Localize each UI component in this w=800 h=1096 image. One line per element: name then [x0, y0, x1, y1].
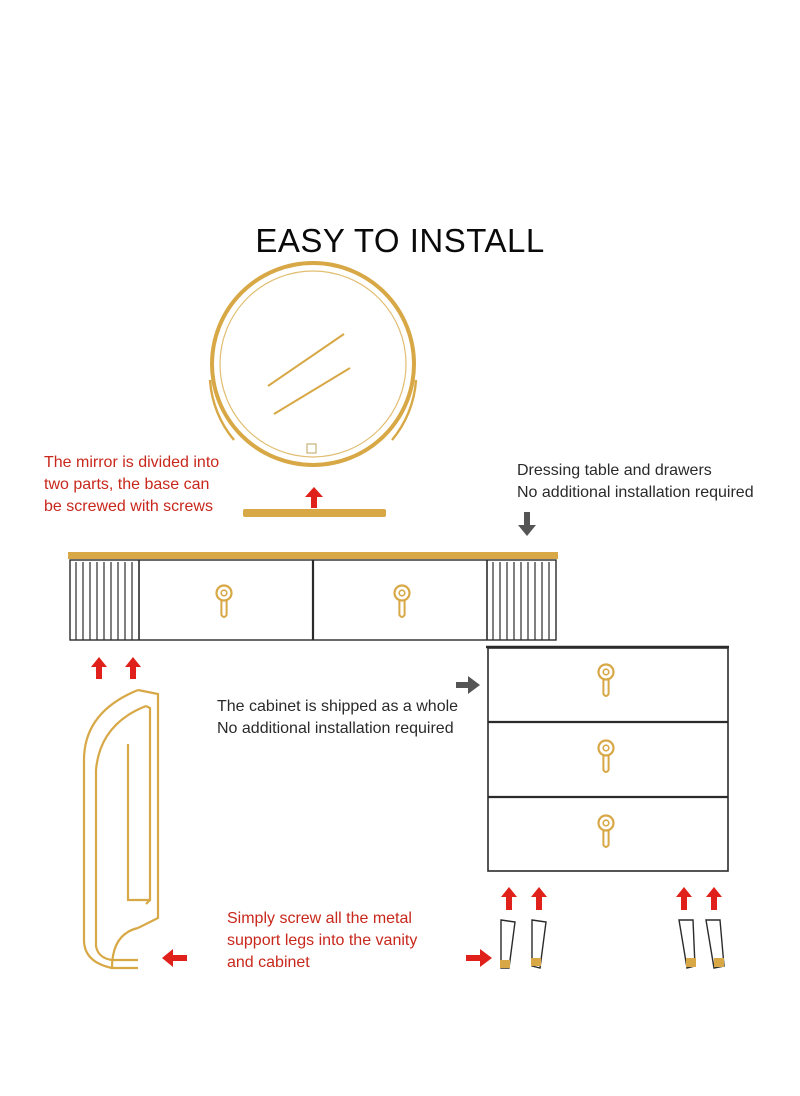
cabinet-handle-icon: [597, 814, 615, 849]
mirror-note-line: two parts, the base can: [44, 476, 210, 493]
down-arrow-icon: [518, 512, 536, 536]
page-title: EASY TO INSTALL: [255, 222, 545, 259]
left-arrow-icon: [162, 949, 187, 967]
up-arrow-icon: [305, 487, 323, 508]
mirror-note: The mirror is divided into two parts, th…: [44, 452, 219, 518]
cabinet-handle-icon: [597, 739, 615, 774]
up-arrow-icon: [91, 657, 107, 679]
up-arrow-icon: [706, 887, 722, 910]
mirror-illustration: [208, 261, 418, 467]
right-arrow-icon: [456, 676, 480, 694]
up-arrow-icon: [676, 887, 692, 910]
table-note-line: No additional installation required: [517, 484, 754, 501]
leg-pair: [678, 919, 725, 969]
leg-pair: [500, 919, 547, 969]
support-legs: [500, 919, 725, 969]
mirror-base: [243, 509, 386, 517]
up-arrow-icon: [501, 887, 517, 910]
up-arrow-icon: [125, 657, 141, 679]
legs-note-line: support legs into the vanity: [227, 932, 418, 949]
cabinet-note: The cabinet is shipped as a whole No add…: [217, 696, 458, 740]
leg-frame-illustration: [82, 688, 160, 970]
legs-note: Simply screw all the metal support legs …: [227, 908, 417, 974]
cabinet-illustration: [486, 645, 729, 872]
table-note: Dressing table and drawers No additional…: [517, 460, 754, 504]
cabinet-note-line: The cabinet is shipped as a whole: [217, 698, 459, 715]
legs-note-line: and cabinet: [227, 954, 310, 971]
mirror-note-line: The mirror is divided into: [44, 454, 220, 471]
mirror-note-line: be screwed with screws: [44, 498, 213, 515]
up-arrow-icon: [531, 887, 547, 910]
legs-note-line: Simply screw all the metal: [227, 910, 412, 927]
table-note-line: Dressing table and drawers: [517, 462, 712, 479]
drawer-handle-icon: [215, 584, 233, 619]
vanity-illustration: [68, 552, 558, 641]
right-arrow-icon: [466, 949, 492, 967]
cabinet-handle-icon: [597, 663, 615, 698]
drawer-handle-icon: [393, 584, 411, 619]
cabinet-note-line: No additional installation required: [217, 720, 454, 737]
